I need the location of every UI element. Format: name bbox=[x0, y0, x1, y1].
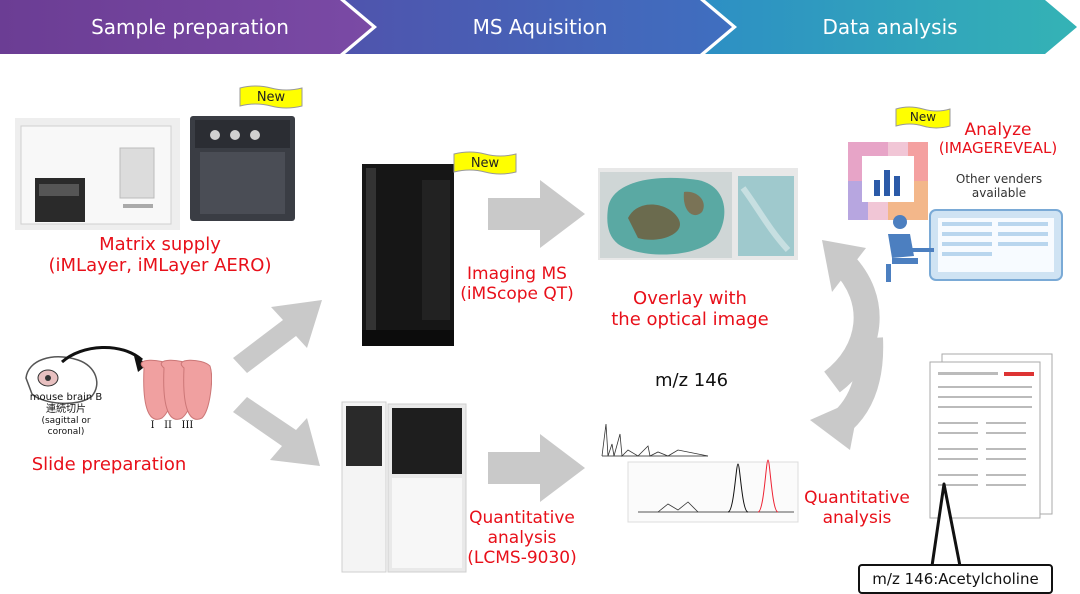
mz-146-label: m/z 146 bbox=[655, 370, 729, 391]
imscope-qt-instrument-image bbox=[362, 164, 454, 346]
matrix-supply-label: Matrix supply (iMLayer, iMLayer AERO) bbox=[48, 234, 272, 277]
lcms-9030-instrument-image bbox=[341, 401, 467, 573]
arrow-slides-to-imaging bbox=[233, 300, 322, 373]
workflow-step-1-shape bbox=[0, 0, 372, 54]
analyze-label: Analyze (IMAGEREVEAL) bbox=[938, 120, 1058, 158]
arrow-imaging-to-overlay bbox=[488, 180, 585, 248]
arrow-lcms-to-chromatogram bbox=[488, 434, 585, 502]
mouse-brain-illustration bbox=[25, 346, 212, 420]
imlayer-aero-instrument-image bbox=[190, 116, 295, 221]
circular-arrow-up bbox=[823, 252, 880, 393]
quantitative-analysis-lcms-label: Quantitative analysis (LCMS-9030) bbox=[467, 508, 577, 569]
slide-preparation-label: Slide preparation bbox=[31, 454, 187, 475]
section-numbers: I II III bbox=[150, 420, 194, 431]
quantitation-report-image bbox=[929, 353, 1053, 519]
overlay-label: Overlay with the optical image bbox=[611, 288, 769, 331]
other-venders-label: Other venders available bbox=[955, 172, 1043, 201]
workflow-step-2-shape bbox=[345, 0, 732, 54]
chromatogram-image bbox=[598, 404, 803, 528]
imlayer-instrument-image bbox=[15, 118, 180, 230]
imaging-ms-label: Imaging MS (iMScope QT) bbox=[460, 264, 574, 305]
mouse-brain-caption: mouse brain B 連続切片 (sagittal or coronal) bbox=[29, 392, 103, 437]
quantitative-analysis-report-label: Quantitative analysis bbox=[804, 488, 910, 529]
new-badge-matrix: New bbox=[238, 84, 304, 112]
workflow-step-data-analysis: Data analysis bbox=[822, 15, 958, 39]
workstation-illustration bbox=[886, 209, 1063, 282]
new-badge-imaging: New bbox=[452, 150, 518, 178]
tissue-overlay-image bbox=[598, 168, 798, 260]
workflow-step-ms-aquisition: MS Aquisition bbox=[472, 15, 608, 39]
imagereveal-app-icon bbox=[848, 142, 928, 220]
arrow-slides-to-lcms bbox=[233, 397, 320, 466]
acetylcholine-callout: m/z 146:Acetylcholine bbox=[858, 564, 1053, 594]
new-badge-analyze: New bbox=[894, 105, 952, 131]
workflow-step-3-shape bbox=[705, 0, 1077, 54]
workflow-banner bbox=[0, 0, 1077, 54]
workflow-step-sample-preparation: Sample preparation bbox=[91, 15, 289, 39]
